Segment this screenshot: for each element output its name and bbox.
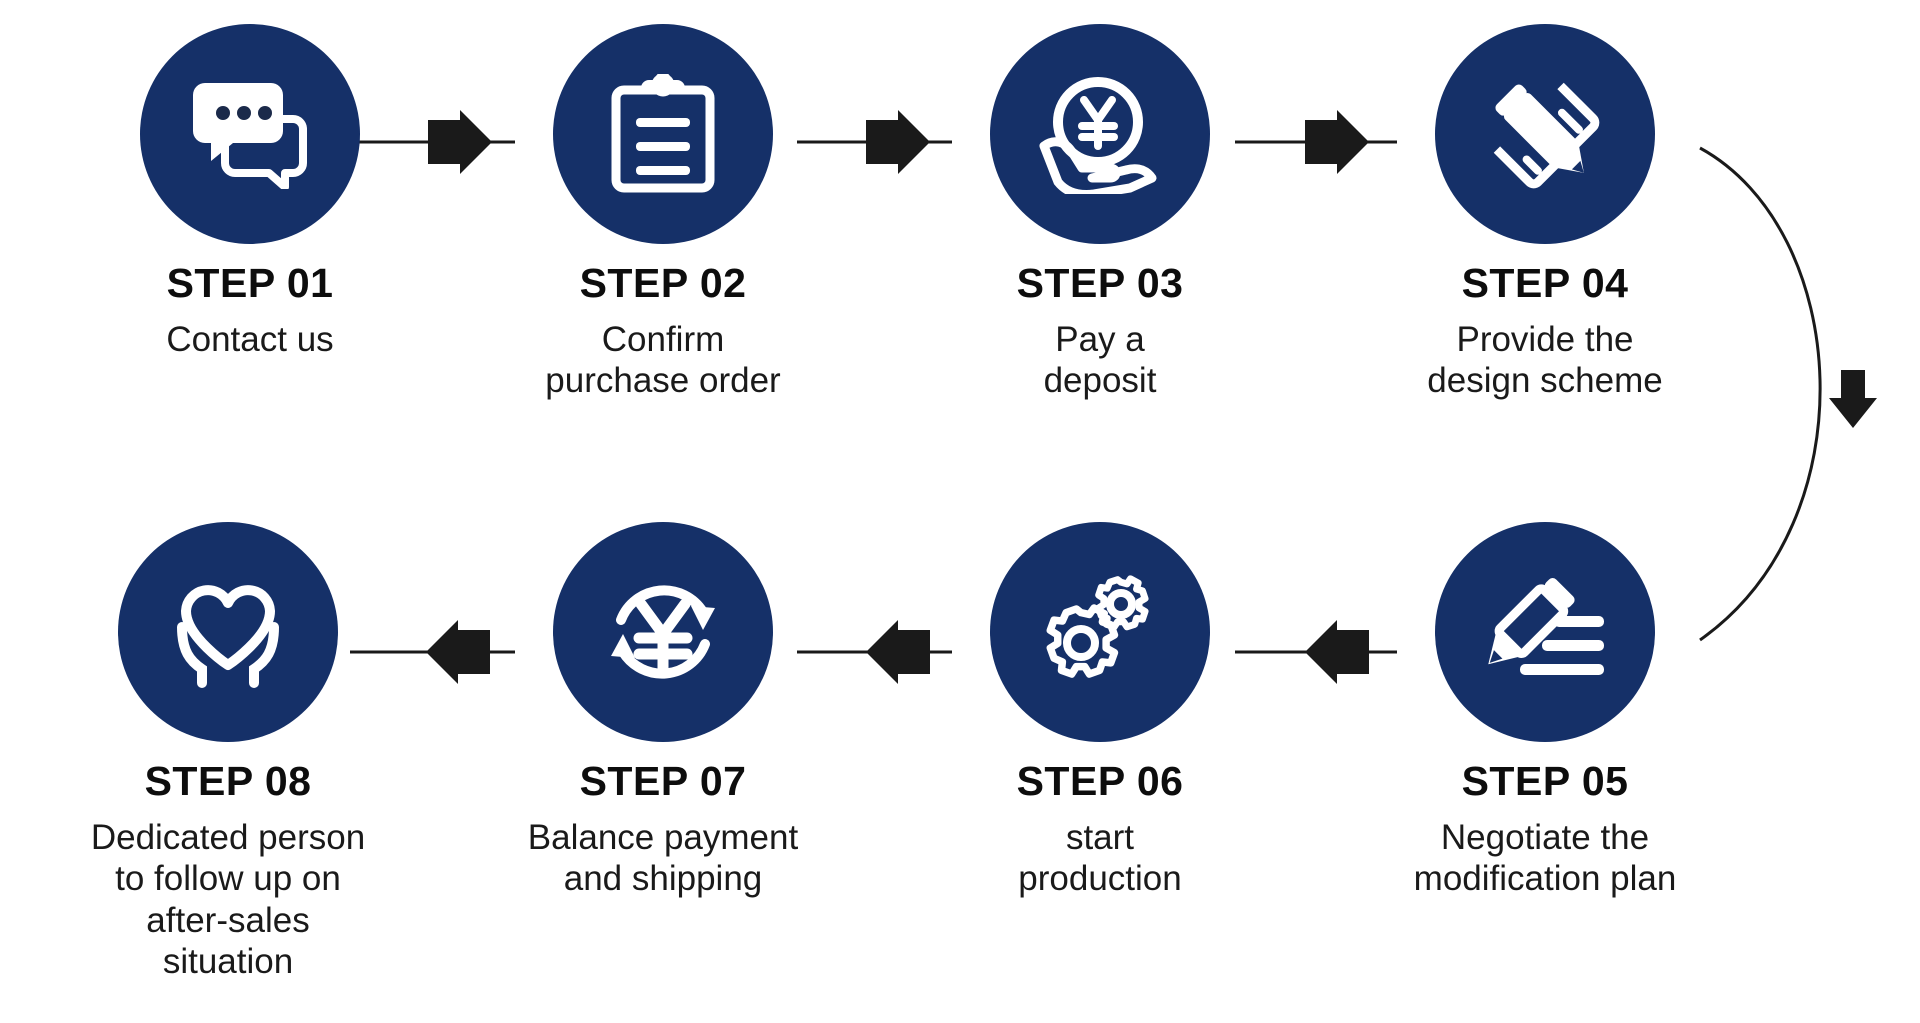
pencil-and-ruler-icon xyxy=(1493,82,1600,189)
chat-bubbles-icon xyxy=(193,83,307,189)
step-03-title: STEP 03 xyxy=(1016,260,1184,306)
step-02-description: Confirm purchase order xyxy=(545,320,781,401)
step-node-01[interactable]: STEP 01 Contact us xyxy=(100,24,400,360)
arrow-left-icon xyxy=(1305,620,1369,684)
step-01-description: Contact us xyxy=(166,320,334,360)
hand-holding-yen-coin-icon xyxy=(1039,77,1157,194)
step-node-02[interactable]: STEP 02 Confirm purchase order xyxy=(513,24,813,402)
heart-in-hands-icon xyxy=(177,585,279,688)
step-06-description: start production xyxy=(1018,818,1182,899)
step-01-icon-circle xyxy=(140,24,360,244)
step-node-03[interactable]: STEP 03 Pay a deposit xyxy=(950,24,1250,402)
step-06-title: STEP 06 xyxy=(1016,758,1184,804)
arrow-right-icon xyxy=(1305,110,1369,174)
arrow-left-icon xyxy=(866,620,930,684)
step-03-description: Pay a deposit xyxy=(1043,320,1157,401)
step-03-icon-circle xyxy=(990,24,1210,244)
connector-04-to-05 xyxy=(1699,146,1877,642)
step-02-icon-circle xyxy=(553,24,773,244)
arrow-right-icon xyxy=(428,110,492,174)
step-02-title: STEP 02 xyxy=(579,260,747,306)
step-node-05[interactable]: STEP 05 Negotiate the modification plan xyxy=(1395,522,1695,900)
connector-02-to-03 xyxy=(797,110,952,174)
step-07-icon-circle xyxy=(553,522,773,742)
step-node-07[interactable]: STEP 07 Balance payment and shipping xyxy=(513,522,813,900)
connector-05-to-06 xyxy=(1235,620,1397,684)
step-06-icon-circle xyxy=(990,522,1210,742)
step-07-description: Balance payment and shipping xyxy=(527,818,799,899)
step-01-title: STEP 01 xyxy=(166,260,334,306)
step-08-description: Dedicated person to follow up on after-s… xyxy=(90,818,366,981)
step-04-description: Provide the design scheme xyxy=(1427,320,1663,401)
step-08-icon-circle xyxy=(118,522,338,742)
clipboard-icon xyxy=(611,74,715,193)
pencil-writing-lines-icon xyxy=(1488,577,1604,675)
gears-icon xyxy=(1046,575,1149,678)
step-04-title: STEP 04 xyxy=(1461,260,1629,306)
arrow-right-icon xyxy=(866,110,930,174)
step-08-title: STEP 08 xyxy=(144,758,312,804)
step-05-icon-circle xyxy=(1435,522,1655,742)
yen-refresh-cycle-icon xyxy=(611,585,715,679)
connector-03-to-04 xyxy=(1235,110,1397,174)
arrow-left-icon xyxy=(426,620,490,684)
step-node-04[interactable]: STEP 04 Provide the design scheme xyxy=(1395,24,1695,402)
step-04-icon-circle xyxy=(1435,24,1655,244)
arrow-down-icon xyxy=(1829,370,1877,428)
step-07-title: STEP 07 xyxy=(579,758,747,804)
step-node-08[interactable]: STEP 08 Dedicated person to follow up on… xyxy=(78,522,378,982)
step-05-title: STEP 05 xyxy=(1461,758,1629,804)
step-node-06[interactable]: STEP 06 start production xyxy=(950,522,1250,900)
step-05-description: Negotiate the modification plan xyxy=(1413,818,1677,899)
connector-06-to-07 xyxy=(797,620,952,684)
